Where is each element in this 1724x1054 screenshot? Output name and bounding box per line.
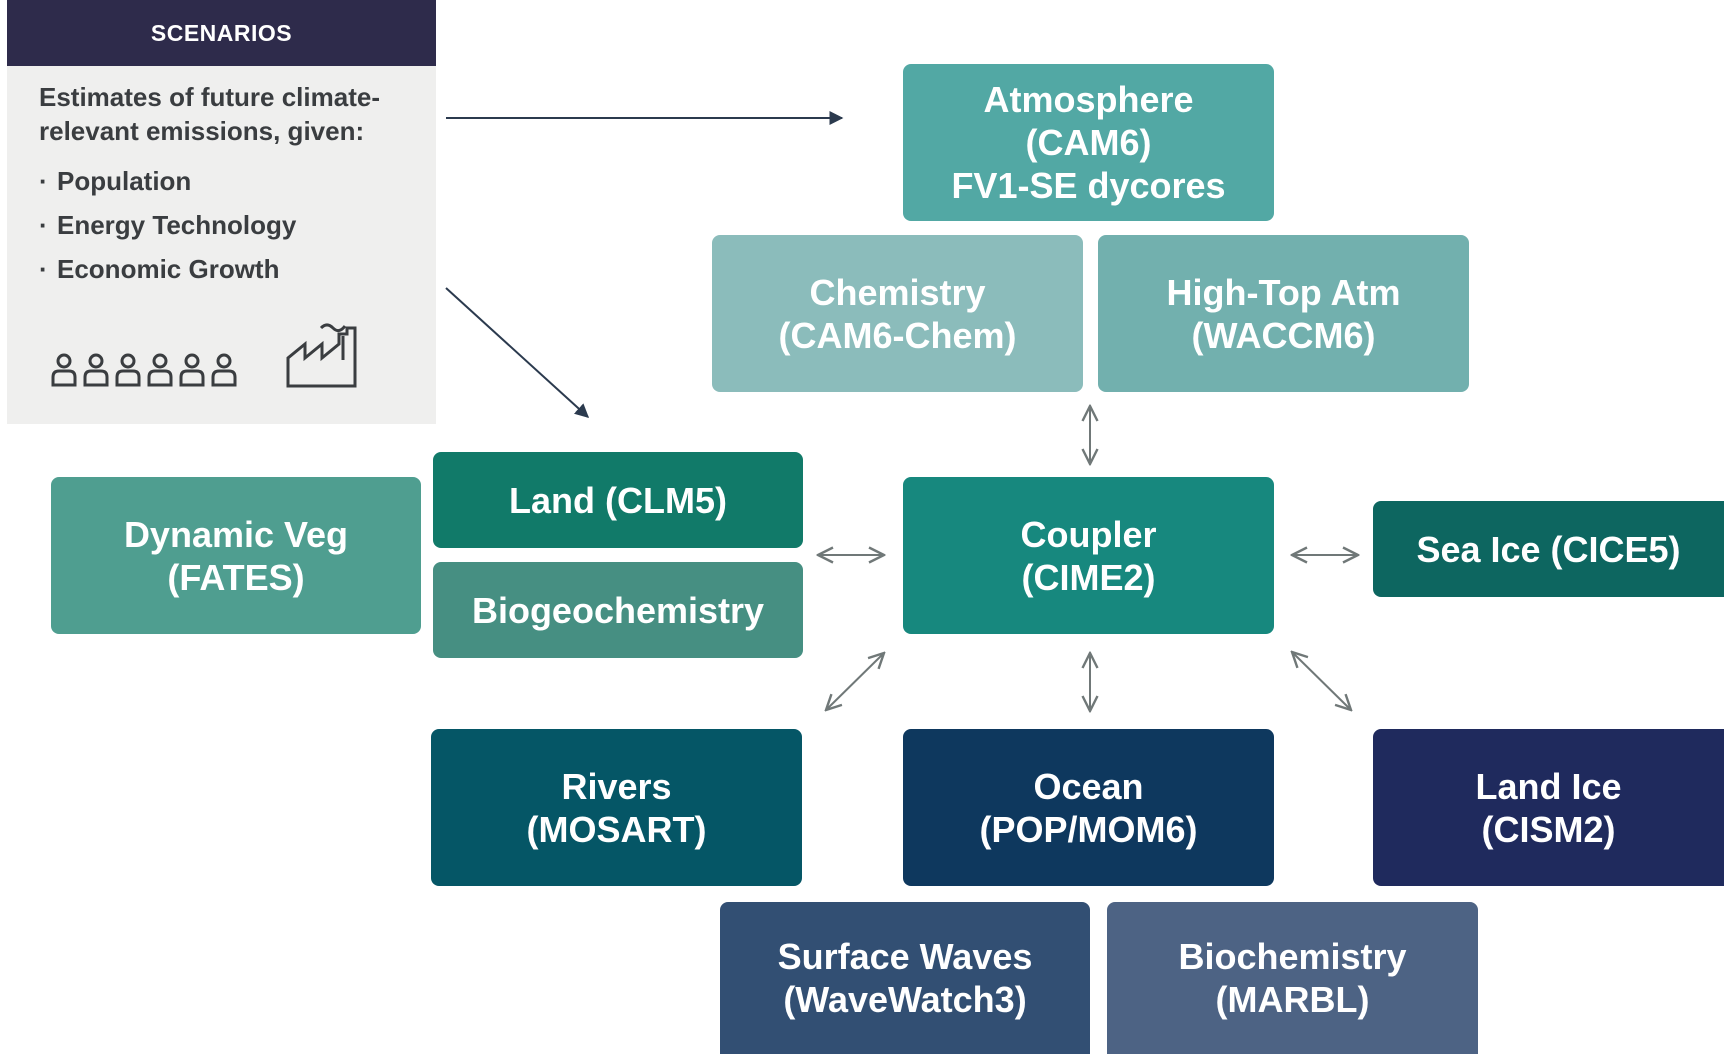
- biogeochemistry-box[interactable]: Biogeochemistry: [433, 562, 803, 658]
- scenarios-intro: Estimates of future climate-relevant emi…: [39, 82, 380, 146]
- coupler-rivers-arrow: [826, 653, 884, 710]
- atmosphere-label: Atmosphere: [983, 79, 1194, 120]
- scenarios-item: ·Population: [39, 166, 192, 196]
- biochemistry-label: Biochemistry: [1178, 936, 1407, 977]
- rivers-model: (MOSART): [526, 808, 707, 850]
- coupler-box[interactable]: Coupler (CIME2): [903, 477, 1274, 634]
- land-label: Land (CLM5): [509, 479, 727, 521]
- biochemistry-box[interactable]: Biochemistry (MARBL): [1107, 902, 1478, 1054]
- land-box[interactable]: Land (CLM5): [433, 452, 803, 548]
- sea-ice-box[interactable]: Sea Ice (CICE5): [1373, 501, 1724, 597]
- scenarios-to-land-arrow: [445, 287, 590, 418]
- atmosphere-dycores: FV1-SE dycores: [951, 165, 1226, 206]
- coupler-label: Coupler: [1020, 513, 1157, 555]
- biogeochemistry-label: Biogeochemistry: [471, 589, 765, 631]
- land-ice-label: Land Ice: [1475, 765, 1622, 807]
- high-top-atm-label: High-Top Atm: [1166, 271, 1401, 313]
- coupler-landice-arrow: [1292, 652, 1351, 710]
- rivers-label: Rivers: [561, 765, 672, 807]
- scenarios-item: ·Economic Growth: [39, 254, 280, 284]
- chemistry-box[interactable]: Chemistry (CAM6-Chem): [712, 235, 1083, 392]
- ocean-label: Ocean: [1033, 765, 1144, 807]
- scenarios-panel: SCENARIOS Estimates of future climate-re…: [7, 0, 436, 424]
- scenarios-item: ·Energy Technology: [39, 210, 297, 240]
- dynamic-veg-model: (FATES): [167, 556, 305, 598]
- chemistry-label: Chemistry: [809, 271, 986, 313]
- dynamic-veg-box[interactable]: Dynamic Veg (FATES): [51, 477, 421, 634]
- land-ice-box[interactable]: Land Ice (CISM2): [1373, 729, 1724, 886]
- biochemistry-model: (MARBL): [1215, 979, 1370, 1020]
- ocean-model: (POP/MOM6): [979, 808, 1198, 850]
- atmosphere-box[interactable]: Atmosphere (CAM6) FV1-SE dycores: [903, 64, 1274, 221]
- rivers-box[interactable]: Rivers (MOSART): [431, 729, 802, 886]
- high-top-atm-box[interactable]: High-Top Atm (WACCM6): [1098, 235, 1469, 392]
- land-ice-model: (CISM2): [1481, 808, 1616, 850]
- scenarios-header: SCENARIOS: [7, 0, 436, 66]
- scenarios-list: ·Population ·Energy Technology ·Economic…: [39, 163, 296, 295]
- surface-waves-model: (WaveWatch3): [783, 979, 1027, 1020]
- sea-ice-label: Sea Ice (CICE5): [1416, 528, 1681, 570]
- ocean-box[interactable]: Ocean (POP/MOM6): [903, 729, 1274, 886]
- coupler-model: (CIME2): [1021, 556, 1156, 598]
- high-top-atm-model: (WACCM6): [1191, 314, 1376, 356]
- surface-waves-label: Surface Waves: [777, 936, 1033, 977]
- dynamic-veg-label: Dynamic Veg: [123, 513, 349, 555]
- atmosphere-model: (CAM6): [1025, 122, 1152, 163]
- factory-icon: [286, 323, 357, 388]
- surface-waves-box[interactable]: Surface Waves (WaveWatch3): [720, 902, 1090, 1054]
- chemistry-model: (CAM6-Chem): [778, 314, 1017, 356]
- people-icon: [51, 353, 237, 387]
